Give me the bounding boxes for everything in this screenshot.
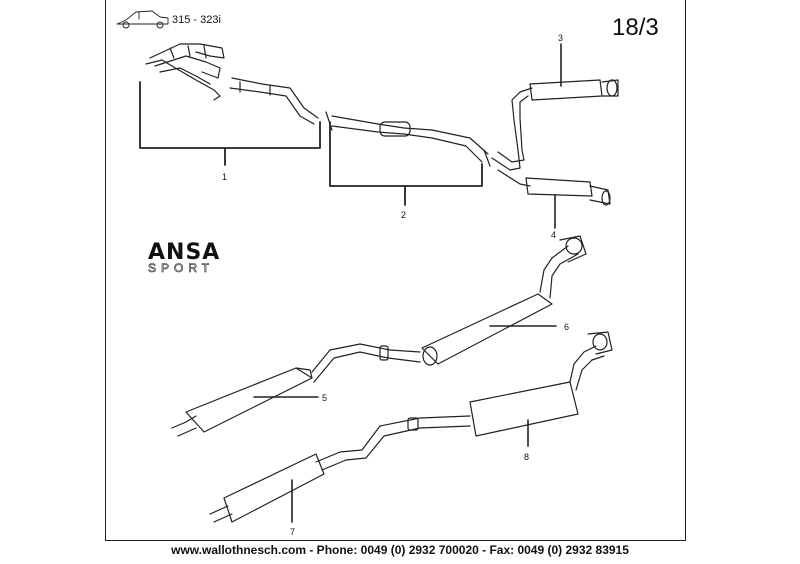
- exhaust-system-b: [209, 331, 613, 523]
- callout-1: 1: [222, 172, 227, 182]
- brand-logo: ANSA: [148, 240, 221, 265]
- diagram-frame: [105, 0, 686, 541]
- front-pipe: [229, 77, 319, 125]
- brand-subtitle: SPORT: [148, 261, 215, 275]
- callout-8: 8: [524, 452, 529, 462]
- middle-pipe-resonator: [325, 111, 491, 167]
- callout-3: 3: [558, 33, 563, 43]
- rear-silencer-lower: [497, 169, 611, 206]
- exhaust-manifold: [145, 43, 225, 101]
- leader-line: [253, 325, 557, 523]
- exhaust-system-a: [171, 235, 587, 437]
- car-silhouette-icon: [116, 10, 169, 29]
- callout-2: 2: [401, 210, 406, 220]
- rear-silencer-upper: [491, 79, 619, 171]
- callout-5: 5: [322, 393, 327, 403]
- callout-4: 4: [551, 230, 556, 240]
- callout-7: 7: [290, 527, 295, 537]
- callout-6: 6: [564, 322, 569, 332]
- contact-footer: www.wallothnesch.com - Phone: 0049 (0) 2…: [171, 543, 629, 557]
- leader-line: [554, 43, 562, 229]
- group-bracket: [139, 81, 483, 206]
- page-number: 18/3: [612, 14, 659, 41]
- model-range: 315 - 323i: [172, 14, 221, 26]
